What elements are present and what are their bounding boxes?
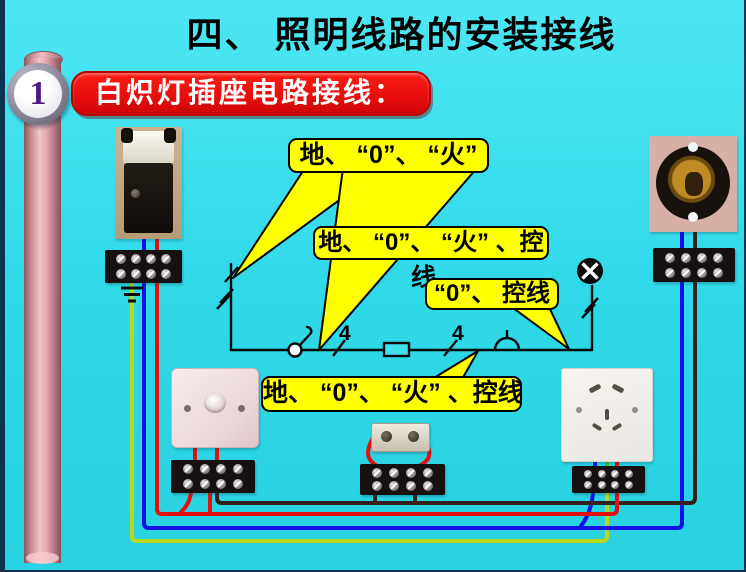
callout-earth-zero-live-control-bottom: 地、 “0”、 “火” 、控线 — [261, 376, 523, 412]
terminal-screw — [697, 267, 707, 278]
terminal-screw — [389, 467, 400, 478]
lamp-symbol — [577, 258, 603, 284]
terminal-screw — [145, 268, 156, 279]
terminal-screw — [422, 481, 433, 492]
step-number-badge: 1 — [7, 63, 69, 125]
terminal-screw — [583, 481, 592, 490]
section-banner: 白炽灯插座电路接线： — [71, 71, 431, 116]
terminal-block-top-left — [105, 250, 182, 283]
earth-ground-symbol — [121, 286, 143, 303]
socket-slot-earth — [605, 409, 609, 420]
terminal-screw — [183, 478, 194, 489]
terminal-screw — [665, 252, 675, 263]
terminal-screw — [597, 481, 606, 490]
terminal-screw — [372, 467, 383, 478]
callout-zero-control: “0”、 控线 — [425, 278, 559, 310]
photo-screw-lampholder — [649, 136, 737, 232]
terminal-screw — [713, 267, 723, 278]
step-number-badge-inner: 1 — [14, 70, 62, 118]
socket-screw-left — [576, 407, 582, 413]
socket-slot-top-left — [588, 383, 602, 394]
socket-screw-right — [632, 407, 638, 413]
callout-earth-zero-live-control: 地、 “0”、 “火” 、控 — [313, 226, 549, 260]
section-banner-label: 白炽灯插座电路接线： — [95, 77, 406, 108]
plate-screw-right — [238, 405, 245, 412]
terminal-screw — [697, 252, 707, 263]
terminal-screw — [611, 481, 620, 490]
plate-button — [204, 393, 226, 413]
decor-pipe — [24, 58, 61, 563]
switch-symbol — [287, 342, 303, 358]
terminal-screw — [422, 467, 433, 478]
terminal-screw — [405, 481, 416, 492]
fuse-holder-screw-right — [408, 431, 419, 442]
wire-count-label-left: 4 — [339, 322, 351, 345]
terminal-screw — [131, 254, 142, 265]
switch-knob-left — [121, 128, 133, 143]
terminal-screw — [216, 478, 227, 489]
terminal-screw — [611, 469, 620, 478]
socket-slot-bottom-right — [611, 422, 623, 432]
wire-earth-yellow-green — [130, 283, 609, 543]
terminal-screw — [372, 481, 383, 492]
photo-fuse-holder — [371, 423, 430, 452]
terminal-screw — [216, 464, 227, 475]
terminal-block-bottom-right — [572, 466, 645, 493]
slide-title: 四、 照明线路的安装接线 — [186, 14, 617, 55]
terminal-screw — [389, 481, 400, 492]
terminal-screw — [145, 254, 156, 265]
socket-slot-bottom-left — [591, 422, 603, 432]
terminal-screw — [232, 478, 243, 489]
lampholder-screw-top — [688, 142, 698, 152]
terminal-screw — [131, 268, 142, 279]
terminal-block-bottom-middle — [360, 464, 445, 495]
fuse-holder-screw-left — [381, 431, 392, 442]
switch-screw — [131, 189, 140, 198]
switch-ceramic-top — [121, 128, 176, 164]
terminal-screw — [713, 252, 723, 263]
terminal-screw — [681, 252, 691, 263]
terminal-screw — [583, 469, 592, 478]
terminal-screw — [116, 254, 127, 265]
socket-slot-top-right — [611, 383, 625, 394]
wire-dark-neutral-bus — [215, 230, 697, 505]
fuse-symbol — [382, 341, 411, 358]
slide-background: 四、 照明线路的安装接线 白炽灯插座电路接线： 1 — [5, 0, 744, 570]
plate-screw-left — [184, 405, 191, 412]
schematic-lines — [216, 263, 599, 357]
terminal-screw — [160, 254, 171, 265]
photo-wall-switch-plate — [171, 368, 259, 448]
pipe-bottom-cap — [26, 552, 59, 564]
callout-earth-zero-live: 地、 “0”、 “火” — [288, 138, 489, 173]
step-number: 1 — [29, 75, 47, 112]
terminal-screw — [160, 268, 171, 279]
terminal-screw — [625, 481, 634, 490]
switch-knob-right — [164, 128, 176, 143]
lampholder-contact — [685, 172, 703, 196]
terminal-screw — [681, 267, 691, 278]
terminal-screw — [665, 267, 675, 278]
terminal-screw — [183, 464, 194, 475]
wire-count-label-right: 4 — [452, 322, 464, 345]
lampholder-screw-bottom — [688, 212, 698, 222]
photo-wall-socket — [561, 368, 653, 462]
photo-lamp-switch — [115, 127, 182, 239]
terminal-screw — [199, 464, 210, 475]
terminal-screw — [405, 467, 416, 478]
switch-body — [124, 163, 173, 233]
terminal-screw — [597, 469, 606, 478]
terminal-screw — [116, 268, 127, 279]
terminal-screw — [625, 469, 634, 478]
terminal-block-bottom-left — [171, 460, 255, 493]
terminal-block-top-right — [653, 248, 735, 282]
terminal-screw — [199, 478, 210, 489]
terminal-screw — [232, 464, 243, 475]
